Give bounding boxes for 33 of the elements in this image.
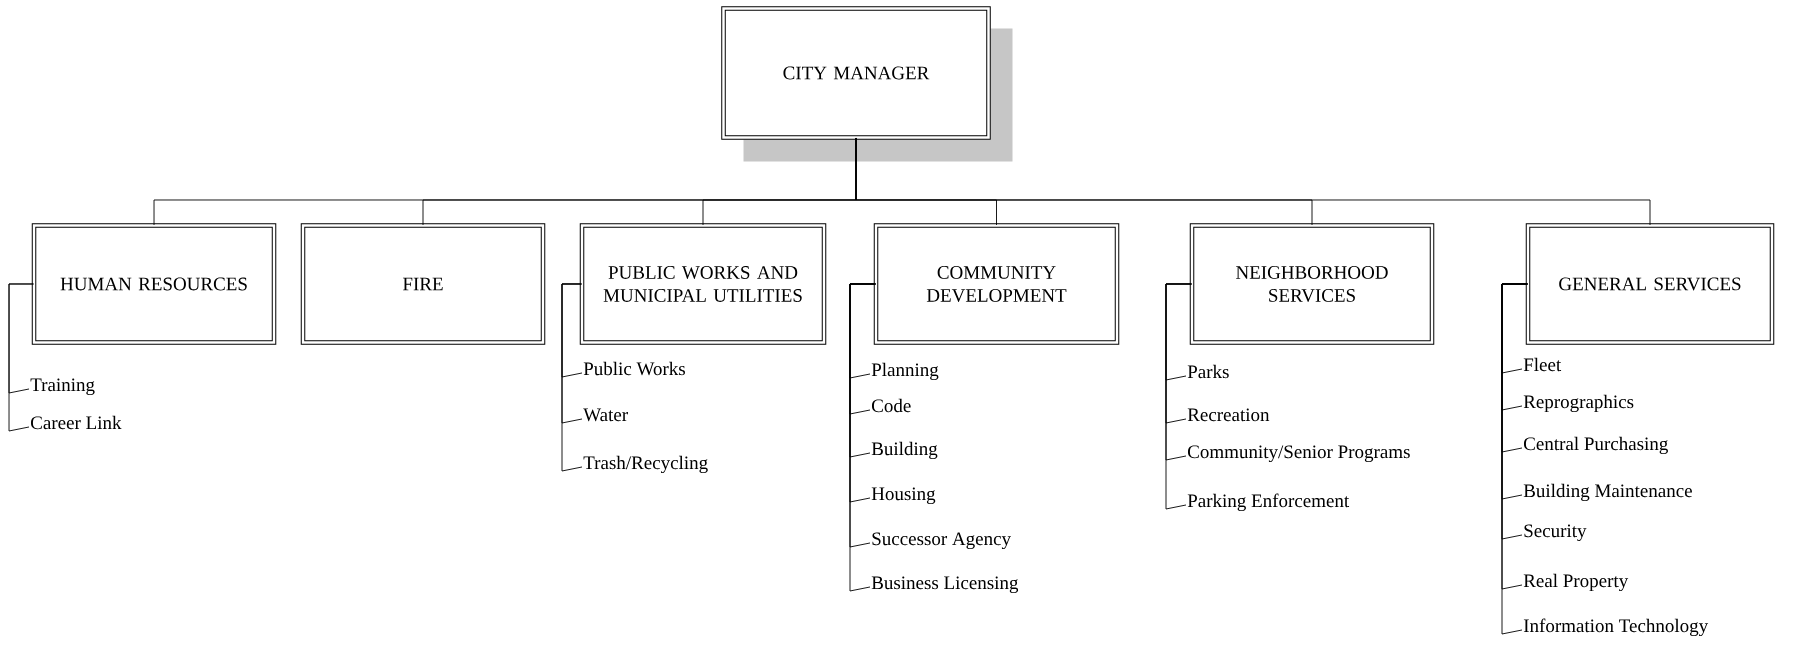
section-label: Recreation (1187, 408, 1270, 422)
section-label: Trash/Recycling (583, 455, 708, 474)
section-label: Water (583, 408, 628, 422)
section-label: Public Works (583, 361, 685, 376)
section-label: Building Maintenance (1523, 483, 1692, 502)
manager-box: CITY MANAGER (721, 6, 1013, 162)
section-label: Fleet (1523, 357, 1562, 372)
section-label: Planning (871, 362, 939, 381)
section-label: Real Property (1523, 573, 1629, 592)
section-label: Code (872, 398, 911, 413)
section-label: Successor Agency (872, 532, 1011, 550)
section-label: Reprographics (1523, 394, 1634, 413)
section-label: Training (30, 378, 95, 396)
connector-line (1165, 283, 1192, 510)
section-label: Central Purchasing (1524, 436, 1668, 455)
section-label: Housing (871, 487, 936, 505)
connector-line (561, 283, 583, 472)
department-box: FIRE (300, 223, 546, 345)
section-label: Career Link (31, 415, 122, 430)
department-box: PUBLIC WORKS AND MUNICIPAL UTILITIES (579, 223, 827, 345)
department-box: COMMUNITY DEVELOPMENT (873, 223, 1120, 345)
department-box: NEIGHBORHOOD SERVICES (1189, 223, 1435, 345)
connector-line (855, 137, 1651, 226)
section-label: Building (871, 441, 938, 460)
section-label: Community/Senior Programs (1188, 445, 1410, 463)
department-box: GENERAL SERVICES (1525, 223, 1775, 345)
department-box: HUMAN RESOURCES (31, 223, 277, 345)
section-label: Parking Enforcement (1187, 493, 1350, 512)
section-label: Security (1524, 524, 1587, 542)
connector-line (8, 283, 34, 432)
section-label: Business Licensing (871, 576, 1019, 594)
section-label: Parks (1187, 364, 1229, 379)
section-label: Information Technology (1523, 618, 1709, 637)
